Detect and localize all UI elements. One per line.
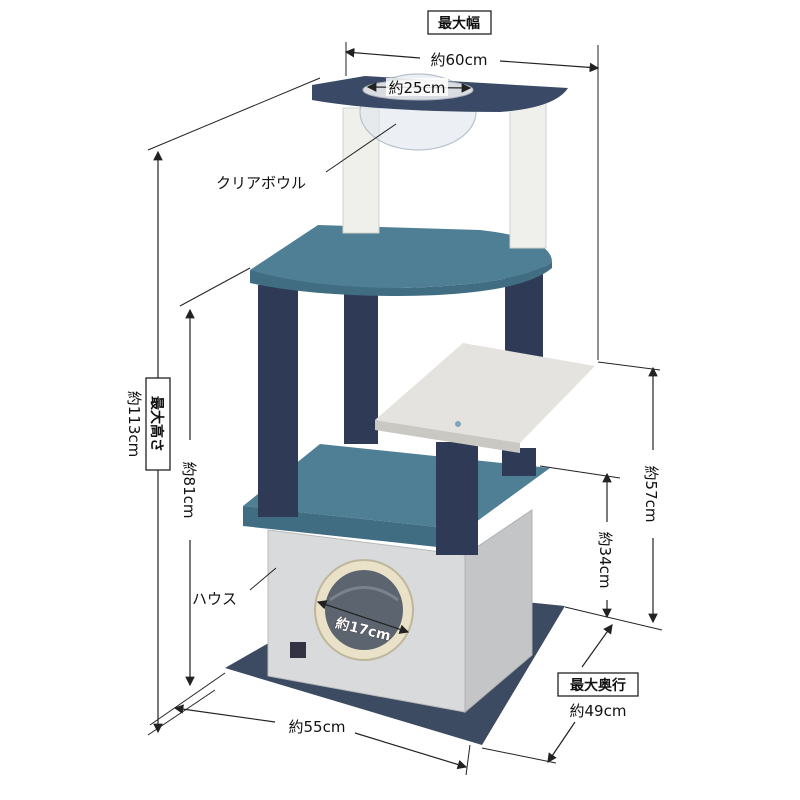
post-left-front [258, 285, 298, 517]
house-callout: ハウス [192, 567, 277, 608]
clear-bowl-label: クリアボウル [216, 174, 306, 192]
max-depth-value: 約49cm [570, 702, 627, 720]
house-label: ハウス [192, 590, 237, 608]
max-depth-callout: 最大奥行 約49cm [481, 624, 639, 764]
bowl-diameter-value: 約25cm [389, 79, 446, 97]
post-front-right [436, 442, 478, 555]
max-width-callout: 最大幅 約60cm [344, 10, 600, 360]
height-57-callout: 約57cm [597, 361, 661, 624]
height-34-callout: 約34cm [539, 465, 663, 631]
base-width-callout: 約55cm [149, 672, 471, 776]
height-34-value: 約34cm [596, 532, 614, 589]
height-57-value: 約57cm [642, 466, 660, 523]
height-81-value: 約81cm [180, 462, 198, 519]
base-width-value: 約55cm [289, 718, 346, 736]
max-height-title: 最大高さ [148, 396, 165, 452]
post-cream-right [509, 102, 547, 249]
post-middle [344, 292, 378, 444]
bowl-diameter-callout: 約25cm [366, 78, 472, 97]
max-width-value: 約60cm [431, 51, 488, 69]
middle-platform [250, 225, 552, 296]
max-width-title: 最大幅 [438, 15, 480, 32]
clear-bowl-callout: クリアボウル [216, 123, 397, 192]
max-height-value: 約113cm [125, 391, 143, 458]
max-height-callout: 最大高さ 約113cm [125, 77, 321, 736]
height-81-callout: 約81cm [179, 267, 251, 687]
max-depth-title: 最大奥行 [570, 677, 626, 694]
side-step-platform [375, 343, 595, 453]
brand-tag [290, 642, 306, 658]
house-entrance [314, 559, 414, 661]
